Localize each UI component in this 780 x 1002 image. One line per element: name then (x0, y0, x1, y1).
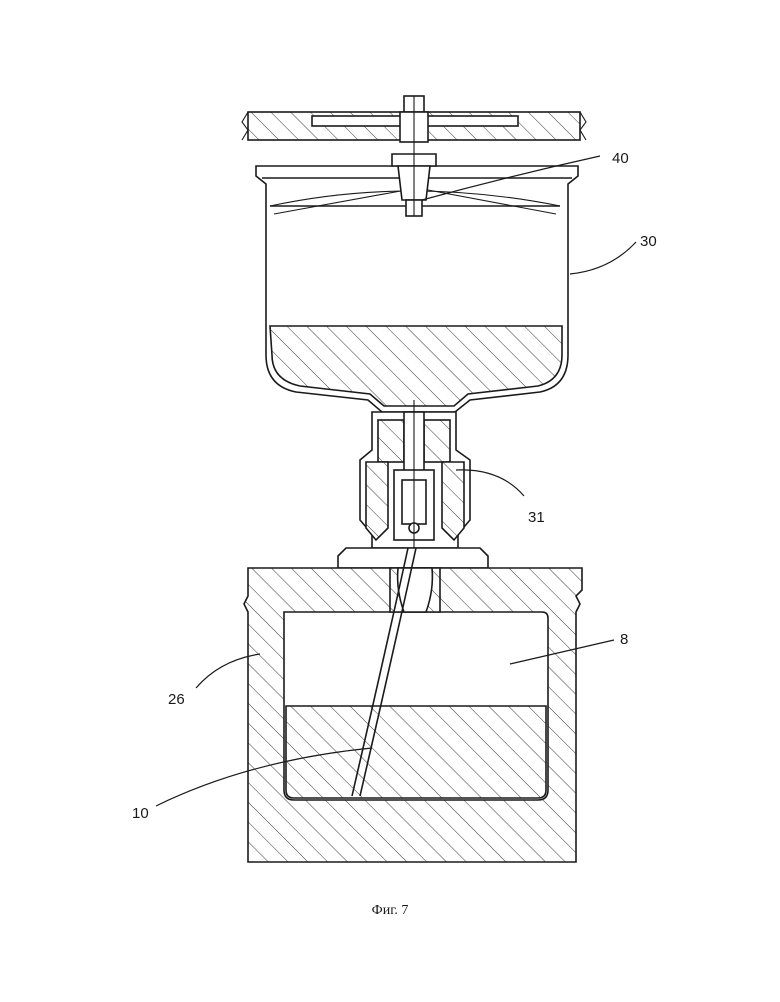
label-8: 8 (620, 631, 628, 648)
lower-housing (244, 568, 582, 862)
label-40: 40 (612, 150, 629, 167)
figure-caption: Фиг. 7 (372, 903, 409, 918)
label-26: 26 (168, 691, 185, 708)
label-10: 10 (132, 805, 149, 822)
label-30: 30 (640, 233, 657, 250)
label-31: 31 (528, 509, 545, 526)
connector (338, 400, 488, 568)
